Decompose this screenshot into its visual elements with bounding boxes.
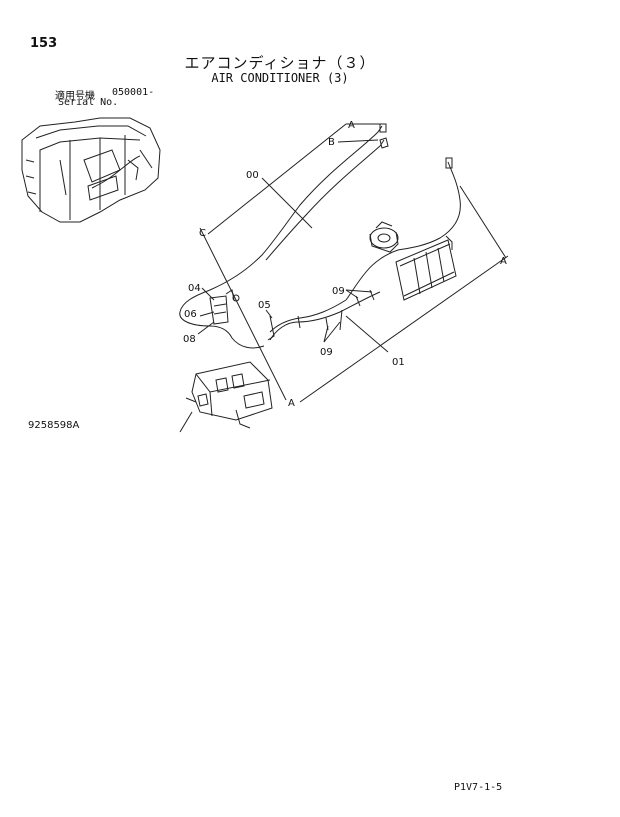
callout-04: 04	[188, 283, 201, 294]
page-code: P1V7-1-5	[454, 782, 503, 793]
callout-08: 08	[183, 334, 196, 345]
hose-right	[269, 157, 461, 333]
compressor	[369, 221, 399, 253]
title-english: AIR CONDITIONER (3)	[211, 71, 349, 85]
section-mark-a-top: A	[348, 120, 355, 131]
callout-05: 05	[258, 300, 271, 311]
callout-09-upper: 09	[332, 286, 345, 297]
fitting-group	[209, 289, 240, 325]
leader-lines	[197, 177, 389, 353]
serial-label-english: Serial No.	[58, 97, 119, 108]
section-mark-a-bottom: A	[288, 398, 295, 409]
page-number: 153	[30, 36, 58, 51]
callout-09-lower: 09	[320, 347, 333, 358]
drawing-number: 9258598A	[28, 420, 80, 431]
callout-00: 00	[246, 170, 259, 181]
hvac-unit	[185, 361, 273, 429]
callout-01: 01	[392, 357, 405, 368]
section-lines	[179, 123, 509, 433]
hose-upper	[179, 123, 389, 349]
section-mark-c-left: C	[199, 228, 206, 239]
hose-lower	[267, 289, 381, 341]
title-japanese: エアコンディショナ（３）	[184, 54, 376, 72]
serial-number-value: 050001-	[112, 87, 155, 98]
section-mark-b-top: B	[328, 137, 335, 148]
section-mark-a-right: A	[500, 256, 507, 267]
serial-label-japanese: 適用号機	[55, 91, 95, 102]
callout-06: 06	[184, 309, 197, 320]
machine-overview-sketch	[21, 117, 161, 223]
condenser	[395, 235, 457, 301]
